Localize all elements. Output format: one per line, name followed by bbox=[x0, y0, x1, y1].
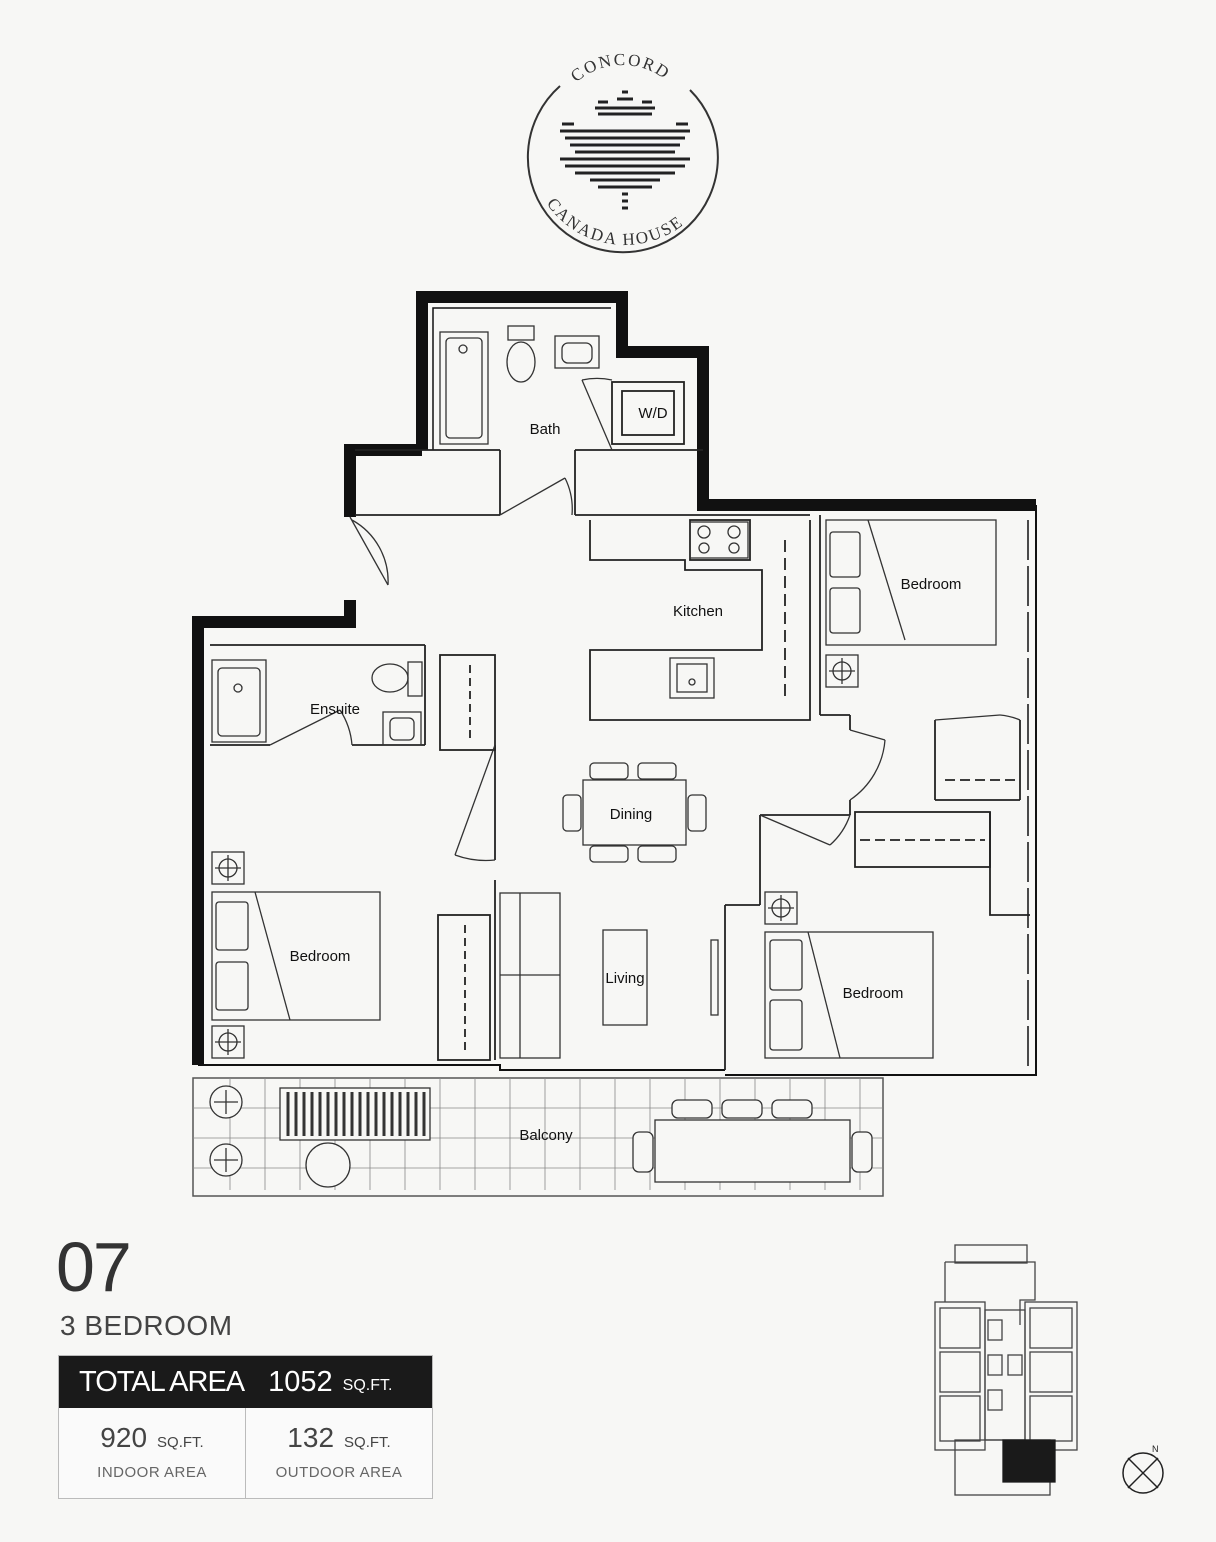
compass-north-label: N bbox=[1152, 1444, 1159, 1454]
unit-number: 07 bbox=[56, 1228, 132, 1306]
toilet-icon bbox=[506, 325, 536, 383]
outdoor-area-unit: SQ.FT. bbox=[344, 1434, 391, 1451]
indoor-area-unit: SQ.FT. bbox=[157, 1434, 204, 1451]
lounge-chair-icon bbox=[279, 1087, 431, 1141]
bathtub-icon bbox=[439, 331, 489, 445]
bed-w-icon bbox=[211, 891, 381, 1021]
outdoor-area-label: OUTDOOR AREA bbox=[275, 1464, 403, 1481]
bedroom-se-label: Bedroom bbox=[843, 985, 904, 1002]
indoor-area-label: INDOOR AREA bbox=[97, 1464, 207, 1481]
tv-icon bbox=[710, 939, 719, 1016]
concord-canada-house-logo: CONCORD CANADA HOUSE bbox=[526, 50, 719, 254]
maple-leaf-icon bbox=[560, 90, 690, 210]
balcony-label: Balcony bbox=[519, 1127, 573, 1144]
bedroom-w-label: Bedroom bbox=[290, 948, 351, 965]
bed-ne-icon bbox=[825, 519, 997, 646]
unit-type: 3 BEDROOM bbox=[60, 1310, 233, 1341]
dining-table-icon bbox=[562, 762, 707, 863]
logo-top-text: CONCORD bbox=[567, 50, 674, 86]
north-compass-icon bbox=[1122, 1452, 1164, 1494]
bed-se-icon bbox=[764, 931, 934, 1059]
outdoor-dining-icon bbox=[632, 1099, 873, 1183]
nightstand-icon bbox=[764, 891, 798, 925]
nightstand-icon bbox=[825, 654, 859, 688]
side-table-icon bbox=[305, 1142, 351, 1188]
plant-icon bbox=[209, 1085, 243, 1177]
ensuite-sink-icon bbox=[382, 711, 422, 746]
wd-label: W/D bbox=[638, 405, 667, 422]
ensuite-toilet-icon bbox=[371, 661, 423, 697]
logo-bottom-text: CANADA HOUSE bbox=[543, 194, 687, 249]
total-area-value: 1052 bbox=[268, 1365, 333, 1398]
fixtures bbox=[211, 325, 997, 1059]
key-plan bbox=[934, 1244, 1078, 1496]
kitchen-sink-icon bbox=[669, 657, 715, 699]
kitchen-label: Kitchen bbox=[673, 603, 723, 620]
sink-icon bbox=[554, 335, 600, 369]
indoor-area-value: 920 bbox=[100, 1422, 148, 1453]
nightstand-icon bbox=[211, 1025, 245, 1059]
stove-icon bbox=[689, 521, 749, 559]
exterior-walls bbox=[192, 291, 1037, 1076]
total-area-label: TOTAL AREA bbox=[79, 1365, 245, 1398]
balcony bbox=[192, 1077, 884, 1197]
nightstand-icon bbox=[211, 851, 245, 885]
living-label: Living bbox=[605, 970, 644, 987]
dining-label: Dining bbox=[610, 806, 653, 823]
ensuite-label: Ensuite bbox=[310, 701, 360, 718]
unit-highlight bbox=[1002, 1439, 1056, 1483]
outdoor-area-value: 132 bbox=[287, 1422, 335, 1453]
indoor-area-cell: 920 SQ.FT. INDOOR AREA bbox=[59, 1408, 246, 1498]
total-area-bar: TOTAL AREA 1052 SQ.FT. bbox=[59, 1356, 432, 1408]
coffee-table-icon bbox=[602, 929, 648, 1026]
door-swings bbox=[269, 377, 1021, 862]
bath-label: Bath bbox=[530, 421, 561, 438]
ensuite-bathtub-icon bbox=[211, 659, 267, 743]
interior-walls bbox=[210, 381, 1030, 1070]
area-table: TOTAL AREA 1052 SQ.FT. 920 SQ.FT. INDOOR … bbox=[58, 1355, 433, 1499]
outdoor-area-cell: 132 SQ.FT. OUTDOOR AREA bbox=[246, 1408, 432, 1498]
total-area-unit: SQ.FT. bbox=[342, 1377, 393, 1394]
bedroom-ne-label: Bedroom bbox=[901, 576, 962, 593]
sofa-icon bbox=[499, 892, 561, 1059]
